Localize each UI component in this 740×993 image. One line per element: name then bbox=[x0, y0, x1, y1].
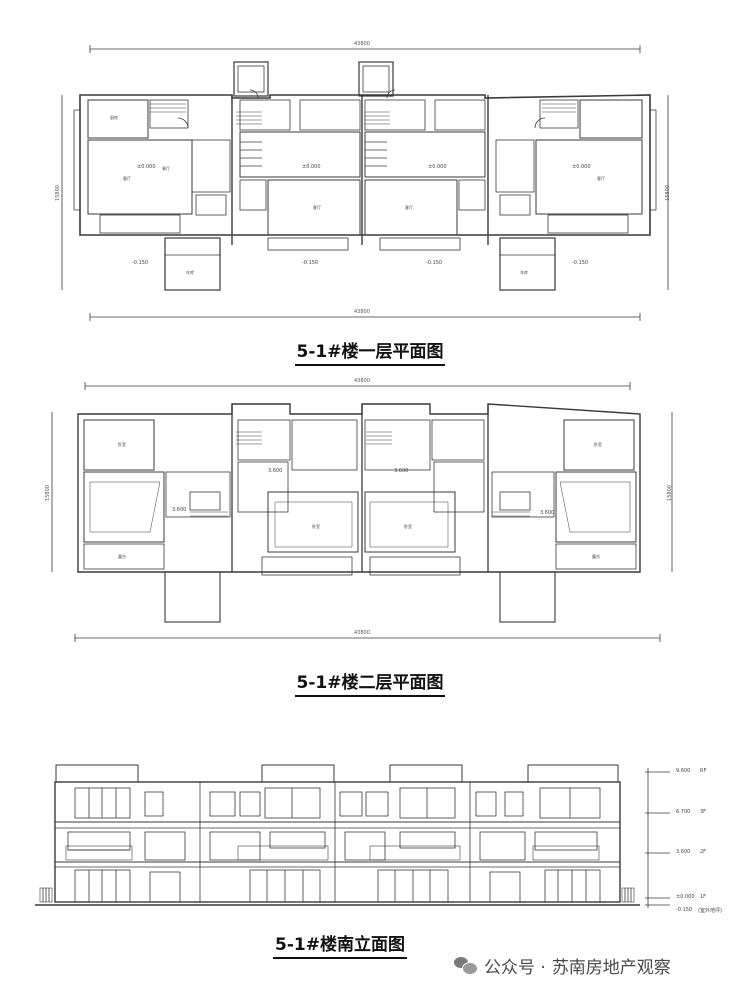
second-depth-dim-left: 15800 bbox=[44, 485, 51, 501]
second-depth-dim-right: 15800 bbox=[666, 485, 673, 501]
ground-floor-drawing bbox=[61, 45, 669, 321]
ground-floor-caption: 5-1#楼一层平面图 bbox=[0, 337, 740, 366]
south-elevation-drawing bbox=[35, 764, 670, 908]
elevation-level-roof: 9.600 bbox=[676, 768, 691, 774]
ground-depth-dim-left: 15800 bbox=[54, 185, 61, 201]
second-overall-dim-top: 43800 bbox=[354, 378, 370, 384]
room-label-garage-1: 车库 bbox=[186, 270, 194, 275]
elevation-level-outdoor: -0.150 bbox=[676, 907, 693, 913]
ground-outdoor-level-4: -0.150 bbox=[572, 260, 589, 266]
second-level-unit3: 3.600 bbox=[394, 468, 409, 474]
room-label-living-4: 客厅 bbox=[597, 176, 605, 181]
south-elevation: 9.600 RF 6.700 3F 3.600 2F ±0.000 1F -0.… bbox=[0, 750, 740, 925]
elevation-floor-1f: 1F bbox=[700, 894, 707, 900]
second-floor-caption-text: 5-1#楼二层平面图 bbox=[294, 668, 446, 697]
watermark-prefix: 公众号 · bbox=[484, 957, 546, 978]
second-level-unit2: 3.600 bbox=[268, 468, 283, 474]
elevation-level-2f: 3.600 bbox=[676, 849, 691, 855]
elevation-level-3f: 6.700 bbox=[676, 809, 691, 815]
room-label-bedroom-4: 卧室 bbox=[594, 442, 602, 447]
south-elevation-caption: 5-1#楼南立面图 bbox=[0, 930, 700, 959]
second-floor-caption: 5-1#楼二层平面图 bbox=[0, 668, 740, 697]
room-label-dining-1: 餐厅 bbox=[162, 166, 170, 171]
ground-overall-dim-top: 43800 bbox=[354, 41, 370, 47]
elevation-level-1f: ±0.000 bbox=[676, 894, 695, 900]
room-label-garage-4: 车库 bbox=[520, 270, 528, 275]
ground-floor-caption-text: 5-1#楼一层平面图 bbox=[294, 337, 446, 366]
room-label-terrace-4: 露台 bbox=[592, 554, 600, 559]
room-label-bedroom-1: 卧室 bbox=[118, 442, 126, 447]
ground-outdoor-level-2: -0.150 bbox=[302, 260, 319, 266]
room-label-living-1: 客厅 bbox=[123, 176, 131, 181]
elevation-floor-3f: 3F bbox=[700, 809, 707, 815]
second-floor-drawing bbox=[51, 382, 673, 642]
second-level-unit4: 3.600 bbox=[540, 510, 555, 516]
south-elevation-caption-text: 5-1#楼南立面图 bbox=[273, 930, 407, 959]
room-label-terrace-1: 露台 bbox=[118, 554, 126, 559]
ground-floor-plan: 43800 43800 15800 15800 ±0.000 ±0.000 ±0… bbox=[0, 0, 740, 330]
ground-overall-dim-bottom: 43800 bbox=[354, 309, 370, 315]
second-level-unit1: 3.600 bbox=[172, 507, 187, 513]
elevation-floor-roof: RF bbox=[700, 768, 707, 774]
ground-outdoor-level-3: -0.150 bbox=[426, 260, 443, 266]
second-overall-dim-bottom: 43800 bbox=[354, 630, 370, 636]
ground-outdoor-level-1: -0.150 bbox=[132, 260, 149, 266]
ground-level-unit3: ±0.000 bbox=[428, 164, 447, 170]
ground-level-unit1: ±0.000 bbox=[137, 164, 156, 170]
ground-level-unit4: ±0.000 bbox=[572, 164, 591, 170]
room-label-living-3: 客厅 bbox=[405, 205, 413, 210]
ground-level-unit2: ±0.000 bbox=[302, 164, 321, 170]
room-label-bedroom-2: 卧室 bbox=[312, 524, 320, 529]
elevation-floor-2f: 2F bbox=[700, 849, 707, 855]
room-label-kitchen-1: 厨房 bbox=[110, 115, 118, 120]
ground-depth-dim-right: 15800 bbox=[664, 185, 671, 201]
second-floor-plan: 43800 43800 15800 15800 3.600 3.600 3.60… bbox=[0, 372, 740, 662]
elevation-floor-outdoor: (室外地坪) bbox=[698, 908, 722, 914]
room-label-bedroom-3: 卧室 bbox=[404, 524, 412, 529]
account-watermark: 公众号 · 苏南房地产观察 bbox=[454, 952, 671, 978]
watermark-account: 苏南房地产观察 bbox=[551, 957, 671, 978]
wechat-icon bbox=[454, 955, 478, 975]
room-label-living-2: 客厅 bbox=[313, 205, 321, 210]
